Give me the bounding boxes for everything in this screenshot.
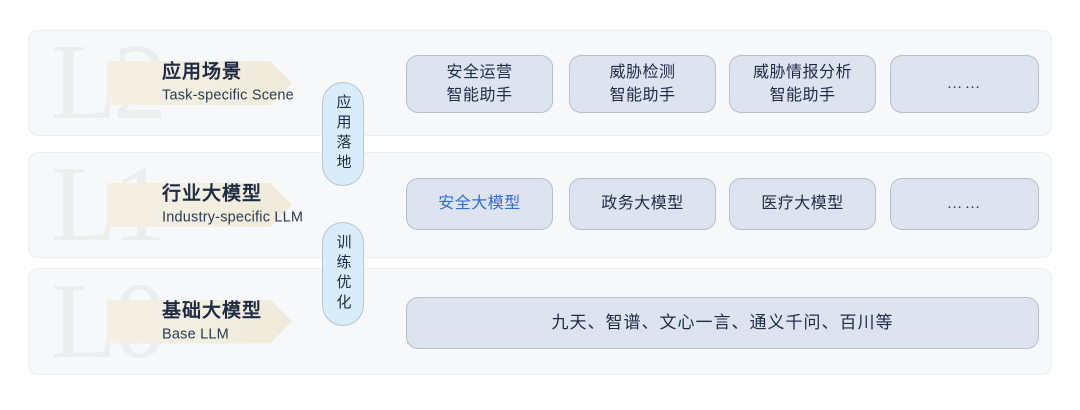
box-base-llm-vendors[interactable]: 九天、智谱、文心一言、通义千问、百川等	[406, 297, 1039, 349]
connector-pill-train-label: 训练优化	[334, 234, 352, 314]
box-threat-intelligence[interactable]: 威胁情报分析 智能助手	[729, 55, 876, 113]
level-title-en-l1: Industry-specific LLM	[162, 209, 304, 226]
level-watermark-l2: L2	[51, 23, 167, 142]
level-watermark-l1: L1	[51, 145, 167, 264]
box-threat-intelligence-line1: 威胁情报分析	[752, 63, 852, 81]
box-medical-llm-label: 医疗大模型	[761, 195, 844, 213]
connector-pill-apply[interactable]: 应用落地	[322, 82, 364, 186]
box-more-l2[interactable]: ……	[890, 55, 1039, 113]
box-government-llm[interactable]: 政务大模型	[569, 178, 716, 230]
box-sec-ops-line2: 智能助手	[446, 87, 513, 104]
level-title-l2: 应用场景 Task-specific Scene	[162, 60, 294, 105]
level-title-l0: 基础大模型 Base LLM	[162, 299, 262, 344]
box-sec-ops-line1: 安全运营	[446, 63, 513, 81]
box-more-l1[interactable]: ……	[890, 178, 1039, 230]
box-threat-detection-line1: 威胁检测	[609, 63, 676, 81]
box-threat-detection-line2: 智能助手	[609, 87, 676, 104]
box-government-llm-label: 政务大模型	[601, 195, 684, 213]
box-security-llm[interactable]: 安全大模型	[406, 178, 553, 230]
level-title-cn-l1: 行业大模型	[162, 183, 263, 205]
level-watermark-l0: L0	[51, 261, 167, 381]
level-title-cn-l0: 基础大模型	[162, 299, 263, 321]
ellipsis-l2: ……	[946, 75, 983, 93]
level-title-en-l0: Base LLM	[162, 326, 229, 343]
ellipsis-l1: ……	[946, 195, 983, 213]
connector-pill-train[interactable]: 训练优化	[322, 222, 364, 326]
box-threat-detection[interactable]: 威胁检测 智能助手	[569, 55, 716, 113]
box-base-llm-vendors-label: 九天、智谱、文心一言、通义千问、百川等	[551, 312, 894, 332]
box-security-llm-label: 安全大模型	[438, 195, 521, 213]
level-title-cn-l2: 应用场景	[162, 61, 243, 83]
box-threat-intelligence-line2: 智能助手	[769, 87, 836, 104]
level-title-l1: 行业大模型 Industry-specific LLM	[162, 182, 303, 227]
connector-pill-apply-label: 应用落地	[334, 94, 352, 174]
box-medical-llm[interactable]: 医疗大模型	[729, 178, 876, 230]
level-title-en-l2: Task-specific Scene	[162, 87, 294, 104]
box-sec-ops[interactable]: 安全运营 智能助手	[406, 55, 553, 113]
